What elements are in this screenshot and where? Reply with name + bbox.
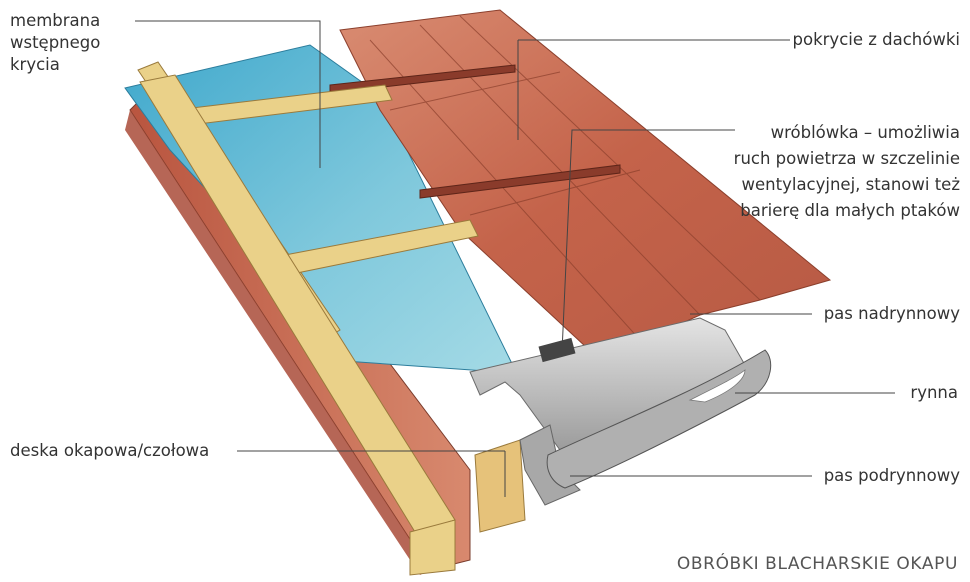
label-pas-podrynnowy: pas podrynnowy — [823, 466, 960, 485]
label-wroblowka: wróblówka – umożliwia ruch powietrza w s… — [734, 120, 960, 224]
label-wroblowka-line-3: wentylacyjnej, stanowi też — [741, 175, 960, 194]
label-membrana-line-2: wstępnego — [10, 33, 101, 52]
wooden-rafters — [137, 61, 479, 576]
label-wroblowka-line-1: wróblówka – umożliwia — [770, 123, 960, 142]
tile-joints — [369, 15, 761, 341]
label-wroblowka-line-2: ruch powietrza w szczelinie — [733, 149, 960, 168]
label-membrana: membrana wstępnego krycia — [10, 10, 100, 76]
eaves-board — [474, 439, 526, 533]
diagram-title: OBRÓBKI BLACHARSKIE OKAPU — [676, 554, 958, 574]
label-rynna: rynna — [910, 383, 958, 402]
label-membrana-line-1: membrana — [10, 11, 101, 30]
label-pokrycie: pokrycie z dachówki — [792, 30, 960, 49]
label-wroblowka-line-4: barierę dla małych ptaków — [740, 201, 960, 220]
gutter-inner — [688, 369, 746, 403]
bird-stop — [538, 337, 576, 363]
label-deska-okapowa: deska okapowa/czołowa — [10, 441, 210, 460]
label-pas-nadrynnowy: pas nadrynnowy — [823, 304, 960, 323]
gutter — [546, 349, 772, 489]
label-membrana-line-3: krycia — [10, 55, 60, 74]
leader-lines — [135, 20, 895, 497]
left-wall-face — [125, 110, 430, 575]
